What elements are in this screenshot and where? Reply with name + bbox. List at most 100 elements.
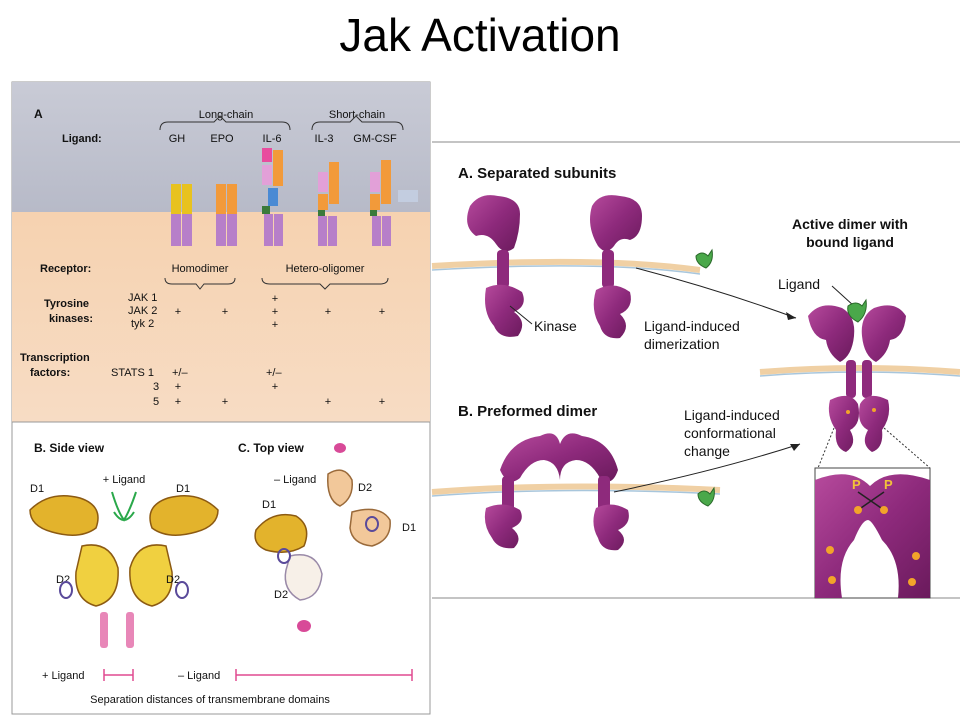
top-d2-lower-domain: [284, 554, 323, 601]
stats1-label: STATS 1: [111, 367, 154, 379]
receptor-gh: [171, 184, 192, 246]
top-view-title: C. Top view: [238, 441, 304, 455]
side-plus-ligand: + Ligand: [103, 474, 146, 486]
top-d2-upper: D2: [358, 482, 372, 494]
phospho-p-right: P: [884, 477, 893, 492]
side-d2-right-domain: [129, 544, 173, 607]
jak2-il3: +: [325, 306, 331, 318]
long-chain-bracket: [159, 115, 291, 131]
receptor-il3: [318, 162, 339, 246]
ligand-ribbon: [111, 491, 137, 522]
ligand-il6: IL-6: [263, 133, 282, 145]
jak1-il6: +: [272, 293, 278, 305]
stats3-il6: +: [272, 381, 278, 393]
long-chain-label: Long-chain: [199, 109, 253, 121]
slide-title: Jak Activation: [339, 9, 621, 61]
receptor-epo: [216, 184, 237, 246]
bottom-minus-ligand: – Ligand: [178, 670, 220, 682]
phospho-zoom: P P: [814, 467, 931, 599]
ligand-label: Ligand: [778, 276, 820, 292]
active-dimer-title-2: bound ligand: [806, 234, 894, 250]
top-minus-ligand: – Ligand: [274, 474, 316, 486]
receptor-gmcsf: [370, 160, 391, 246]
ligand-free-upper: [695, 248, 713, 269]
top-d1-left-domain: [254, 513, 308, 553]
preformed-dimer-title: B. Preformed dimer: [458, 403, 597, 420]
homodimer-label: Homodimer: [172, 263, 229, 275]
short-chain-bracket: [311, 115, 404, 131]
side-view-title: B. Side view: [34, 441, 105, 455]
ligand-gmcsf: GM-CSF: [353, 133, 397, 145]
side-d1-right: D1: [176, 483, 190, 495]
active-dimer: [808, 298, 906, 452]
kinase-label: Kinase: [534, 318, 577, 334]
side-d2-left-domain: [75, 544, 119, 607]
transcription-label: Transcription: [20, 352, 90, 364]
dimerization-arrow: [635, 267, 797, 319]
jak2-gmcsf: +: [379, 306, 385, 318]
stats5-label: 5: [153, 396, 159, 408]
ligand-gh: GH: [169, 133, 186, 145]
panel-a: A Long-chain Short-chain Ligand: GH EPO …: [11, 81, 431, 423]
panel-a-cytoplasm: [12, 212, 430, 422]
right-panel: A. Separated subunits Active dimer with …: [431, 141, 960, 599]
ligand-row-label: Ligand:: [62, 133, 102, 145]
short-chain-label: Short-chain: [329, 109, 385, 121]
phospho-p-left: P: [852, 477, 861, 492]
jak1-label: JAK 1: [128, 292, 157, 304]
preformed-dimer: [484, 433, 629, 551]
separation-caption: Separation distances of transmembrane do…: [90, 694, 330, 706]
stats5-il3: +: [325, 396, 331, 408]
side-d2-right: D2: [166, 574, 180, 586]
top-tm-top: [334, 443, 346, 453]
top-d1-right: D1: [402, 522, 416, 534]
top-d2-lower: D2: [274, 589, 288, 601]
change-label: change: [684, 443, 730, 459]
jak2-gh: +: [175, 306, 181, 318]
membrane-right: [759, 365, 960, 375]
stats5-gmcsf: +: [379, 396, 385, 408]
stats5-epo: +: [222, 396, 228, 408]
bottom-plus-ligand: + Ligand: [42, 670, 85, 682]
jak2-il6: +: [272, 306, 278, 318]
jak2-label: JAK 2: [128, 305, 157, 317]
top-d1-right-domain: [349, 508, 391, 547]
tyrosine-label: Tyrosine: [44, 298, 89, 310]
jak2-epo: +: [222, 306, 228, 318]
stats5-gh: +: [175, 396, 181, 408]
ligand-free-lower: [697, 486, 715, 507]
side-tm-left: [100, 612, 108, 648]
hetero-label: Hetero-oligomer: [286, 263, 365, 275]
side-d1-left-domain: [29, 495, 99, 536]
side-tm-right: [126, 612, 134, 648]
side-d1-left: D1: [30, 483, 44, 495]
tyk2-label: tyk 2: [131, 318, 154, 330]
dimerization-label: dimerization: [644, 336, 719, 352]
conformational-label: conformational: [684, 425, 776, 441]
tyk2-il6: +: [272, 319, 278, 331]
receptor-il6: [262, 148, 283, 246]
top-d1-left: D1: [262, 499, 276, 511]
separated-receptor-right: [590, 195, 642, 339]
ligand-induced-1: Ligand-induced: [644, 318, 740, 334]
factors-label: factors:: [30, 367, 70, 379]
active-dimer-title-1: Active dimer with: [792, 216, 908, 232]
conformational-arrow: [613, 443, 801, 493]
stats1-il6: +/–: [266, 367, 282, 379]
membrane-lower: [431, 483, 721, 495]
panel-bc: B. Side view C. Top view + Ligand D1 D1 …: [11, 421, 431, 715]
membrane-upper-left: [431, 258, 701, 273]
stats3-gh: +: [175, 381, 181, 393]
ligand-induced-2: Ligand-induced: [684, 407, 780, 423]
receptor-row-label: Receptor:: [40, 263, 91, 275]
top-d2-upper-domain: [327, 469, 353, 507]
separated-receptor-left: [467, 195, 524, 337]
panel-a-letter: A: [34, 107, 43, 121]
top-tm-bottom: [297, 620, 311, 632]
stats3-label: 3: [153, 381, 159, 393]
ligand-il3: IL-3: [315, 133, 334, 145]
kinases-label: kinases:: [49, 313, 93, 325]
stats1-gh: +/–: [172, 367, 188, 379]
side-d1-right-domain: [149, 495, 219, 536]
